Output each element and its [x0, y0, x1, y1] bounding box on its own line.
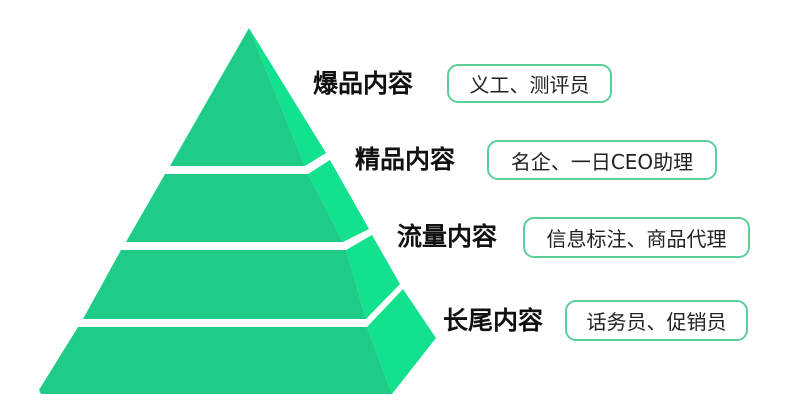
- tier-4-tag-text: 话务员、促销员: [586, 310, 727, 334]
- tier-2-label: 精品内容: [355, 145, 456, 174]
- tier-1-tag-text: 义工、测评员: [469, 73, 590, 97]
- tier-1-side-face: [249, 28, 326, 166]
- tier-2-tag-text: 名企、一日CEO助理: [510, 149, 694, 174]
- tier-4-side-face: [367, 289, 436, 394]
- pyramid-tier-2: [126, 160, 369, 242]
- tier-1-label: 爆品内容: [313, 69, 414, 98]
- tier-2-tag: 名企、一日CEO助理: [487, 140, 717, 180]
- tier-3-front-face: [83, 250, 366, 319]
- pyramid-tier-3: [83, 235, 400, 319]
- tier-4-tag: 话务员、促销员: [565, 300, 748, 341]
- pyramid-tier-1: [170, 28, 326, 166]
- tier-4-label: 长尾内容: [443, 306, 544, 335]
- tier-3-label: 流量内容: [397, 222, 498, 251]
- tier-2-front-face: [126, 174, 343, 242]
- tier-3-side-face: [346, 235, 400, 319]
- tier-3-tag-text: 信息标注、商品代理: [546, 227, 727, 251]
- tier-2-side-face: [308, 160, 369, 242]
- pyramid-tier-4: [39, 289, 436, 394]
- tier-3-tag: 信息标注、商品代理: [523, 217, 750, 258]
- tier-4-front-face: [39, 327, 392, 394]
- tier-1-tag: 义工、测评员: [447, 64, 612, 103]
- tier-1-front-face: [170, 28, 305, 166]
